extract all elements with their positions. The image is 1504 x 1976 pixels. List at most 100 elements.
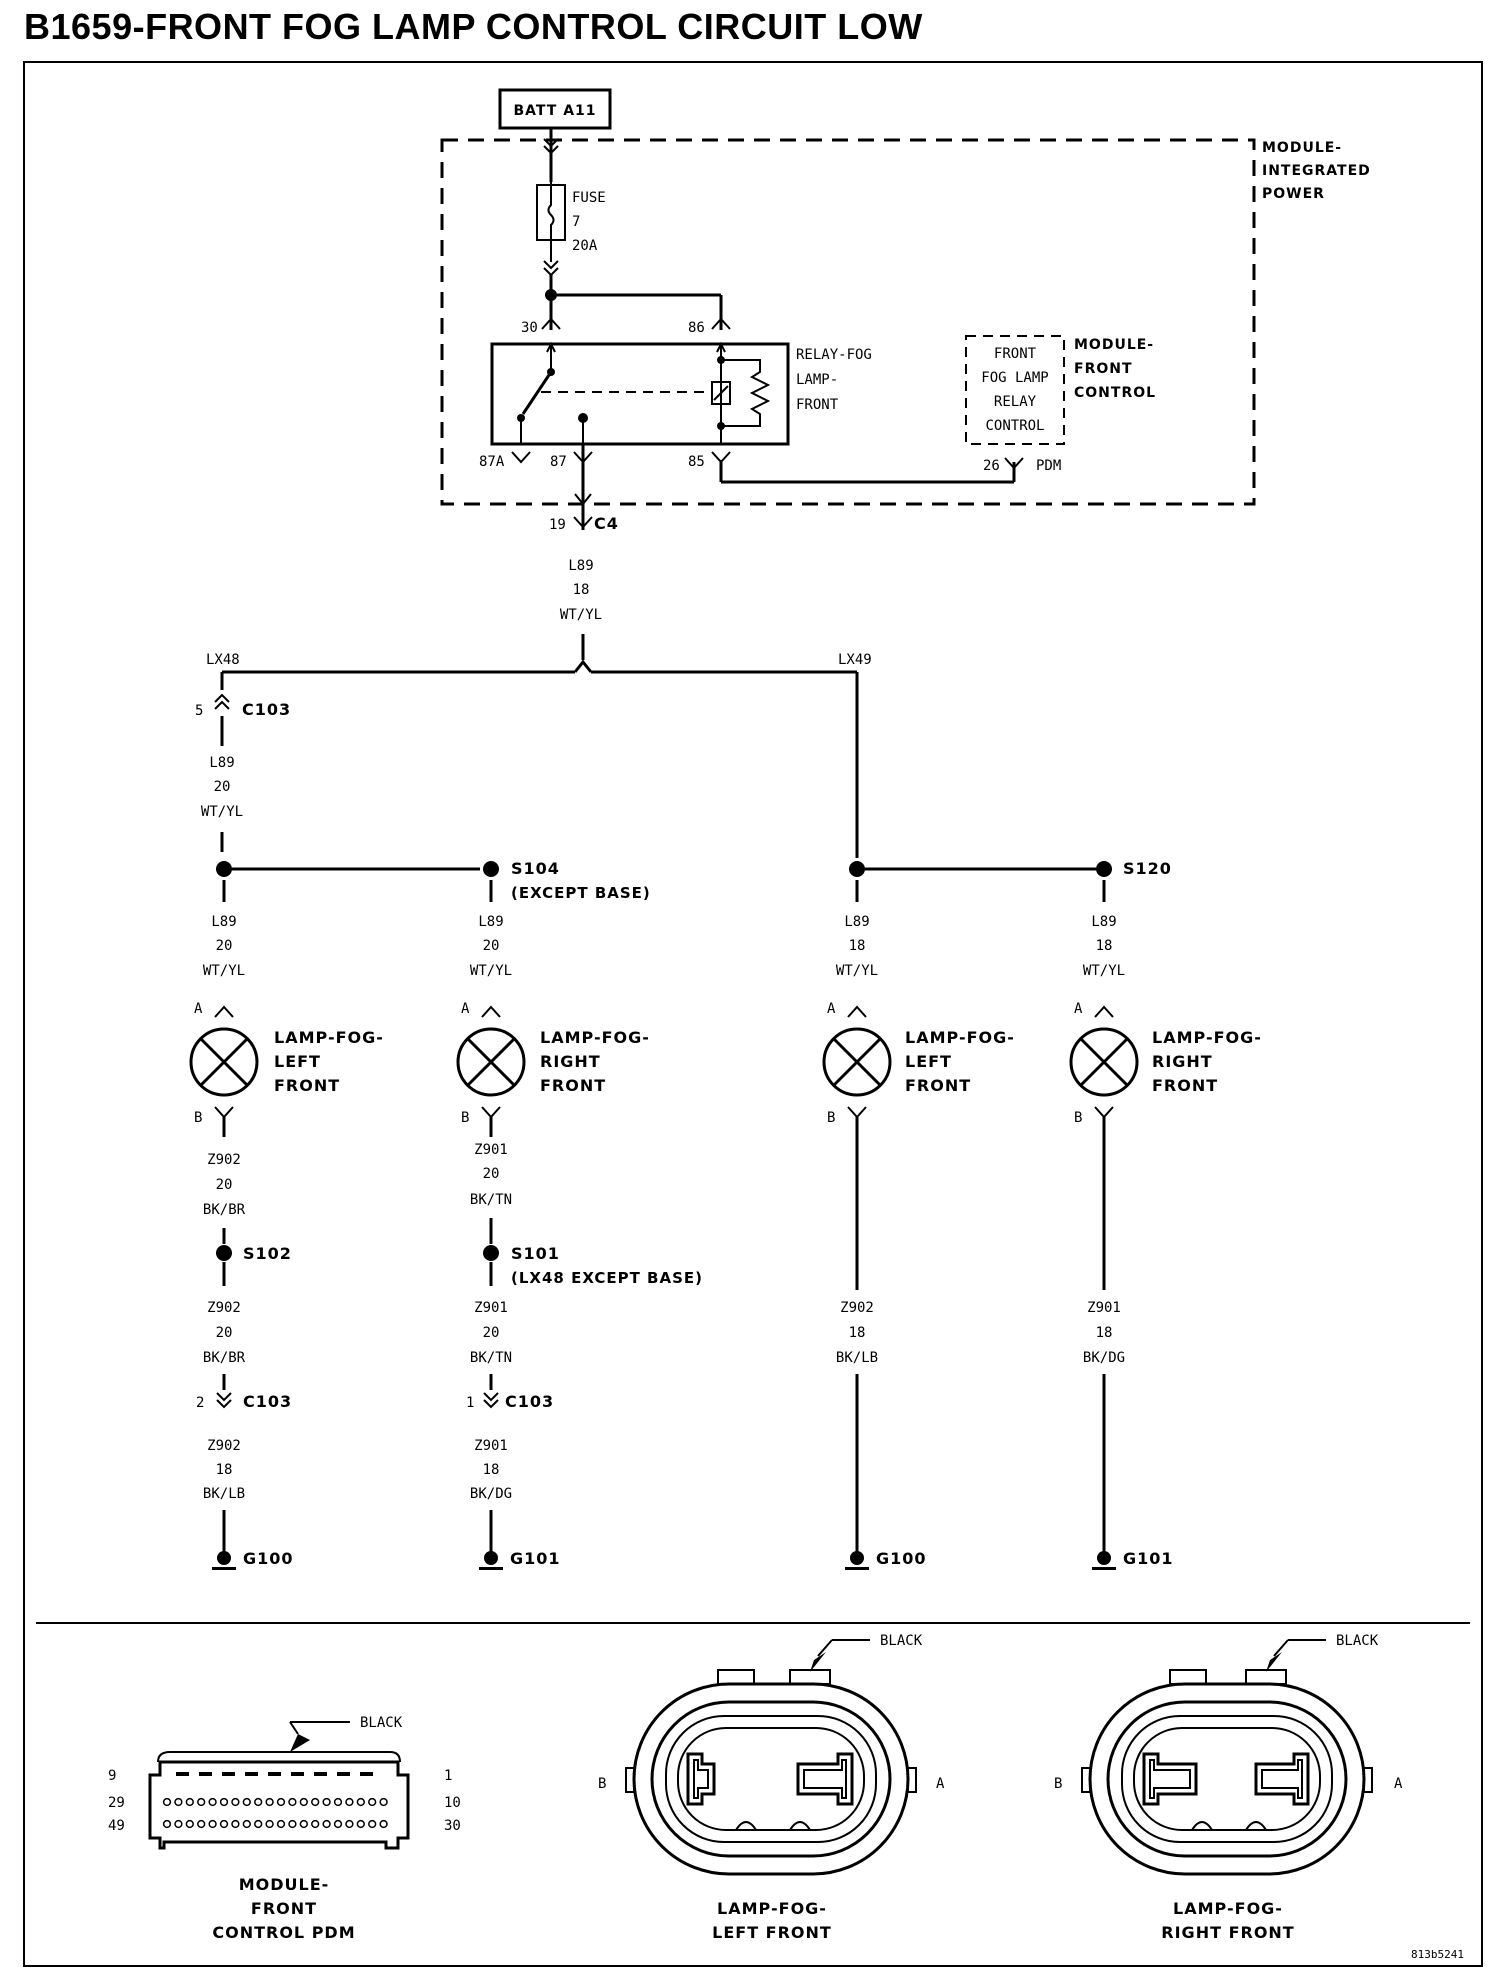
lamp-left-connector-view (625, 1669, 917, 1876)
lamp-left-pin-a: A (936, 1776, 945, 1792)
lamp1-pin-b: B (194, 1110, 202, 1126)
pdm-cavity (265, 1797, 274, 1807)
ground-g100-left: G100 (243, 1549, 294, 1568)
pdm-cavity (245, 1772, 258, 1776)
pdm-cavity (219, 1819, 229, 1829)
pdm-cavity (242, 1819, 251, 1829)
lamp3-feed-circuit: L89 (844, 914, 869, 930)
fcm-module-2: FRONT (1074, 361, 1133, 377)
fog-lamp-icon (189, 1027, 259, 1097)
pdm-cavity (176, 1772, 189, 1776)
c2-wire-c-circuit: Z901 (474, 1438, 508, 1454)
fcm-box-1: FRONT (994, 346, 1037, 362)
pdm-cavity (231, 1797, 240, 1807)
ipm-module-label-3: POWER (1262, 186, 1325, 202)
c2-wire-a-circuit: Z901 (474, 1142, 508, 1158)
main-wire-circuit: L89 (568, 558, 593, 574)
pdm-cavity (299, 1797, 308, 1807)
splice-dot-right (849, 861, 865, 877)
lamp-right-color-label: BLACK (1336, 1633, 1379, 1649)
pdm-cavity (288, 1819, 297, 1829)
pdm-cavity (231, 1819, 240, 1829)
left-feed-gauge: 20 (214, 779, 231, 795)
main-wire-gauge: 18 (573, 582, 590, 598)
pdm-pin-49: 49 (108, 1818, 125, 1834)
c2-wire-c-color: BK/DG (470, 1486, 512, 1502)
relay-switch-arm (521, 371, 553, 415)
c1-wire-b-gauge: 20 (216, 1325, 233, 1341)
pdm-cavity (265, 1819, 274, 1829)
lamp2-feed-circuit: L89 (478, 914, 503, 930)
fcm-module-3: CONTROL (1074, 385, 1156, 401)
pdm-cavity (311, 1819, 320, 1829)
c1-wire-b-circuit: Z902 (207, 1300, 241, 1316)
ipm-module-label-1: MODULE- (1262, 140, 1342, 156)
pdm-cavity (288, 1797, 297, 1807)
lamp2-pin-b: B (461, 1110, 469, 1126)
lamp4-feed-gauge: 18 (1096, 938, 1113, 954)
page-title: B1659-FRONT FOG LAMP CONTROL CIRCUIT LOW (24, 6, 923, 47)
fcm-module-1: MODULE- (1074, 337, 1154, 353)
c103-right-connector: C103 (505, 1392, 554, 1411)
pdm-cavity (379, 1797, 388, 1807)
pdm-cavity (311, 1797, 320, 1807)
figure-reference-code: 813b5241 (1411, 1948, 1464, 1961)
c1-wire-a-color: BK/BR (203, 1202, 246, 1218)
lamp3-label-3: FRONT (905, 1076, 971, 1095)
lamp1-label-2: LEFT (274, 1052, 321, 1071)
splice-s120: S120 (1123, 859, 1172, 878)
lamp-right-pin-b: B (1054, 1776, 1062, 1792)
pdm-cavity (197, 1797, 206, 1807)
splice-s102: S102 (243, 1244, 292, 1263)
splice-dot-left (216, 861, 232, 877)
lamp-right-caption-2: RIGHT FRONT (1161, 1923, 1294, 1942)
c2-wire-b-gauge: 20 (483, 1325, 500, 1341)
ground-g101-right: G101 (1123, 1549, 1174, 1568)
relay-coil (711, 381, 731, 405)
pdm-cavity (379, 1819, 388, 1829)
c2-wire-b-circuit: Z901 (474, 1300, 508, 1316)
pdm-cavity (276, 1819, 286, 1829)
fog-relay-box (490, 342, 790, 446)
main-wire-color: WT/YL (560, 607, 602, 623)
fuse-number: 7 (572, 214, 580, 230)
c4-pin: 19 (549, 517, 566, 533)
fcm-box-4: CONTROL (985, 418, 1044, 434)
relay-pin-30: 30 (521, 320, 538, 336)
batt-label: BATT A11 (513, 103, 596, 119)
splice-s104: S104 (511, 859, 560, 878)
lamp-right-connector-view (1081, 1669, 1373, 1876)
relay-label-3: FRONT (796, 397, 839, 413)
lamp4-pin-b: B (1074, 1110, 1082, 1126)
c103-right-pin: 1 (466, 1395, 474, 1411)
c4-connector: C4 (594, 514, 619, 533)
lamp1-feed-gauge: 20 (216, 938, 233, 954)
fuse-rating: 20A (572, 238, 598, 254)
c3-wire-gauge: 18 (849, 1325, 866, 1341)
pdm-cavity (276, 1797, 286, 1807)
pdm-caption-1: MODULE- (239, 1875, 330, 1894)
lamp4-pin-a: A (1074, 1001, 1083, 1017)
fcm-pin-26: 26 (983, 458, 1000, 474)
c1-wire-b-color: BK/BR (203, 1350, 246, 1366)
pdm-caption-3: CONTROL PDM (212, 1923, 355, 1942)
lamp-right-caption-1: LAMP-FOG- (1173, 1899, 1283, 1918)
pdm-cavity (322, 1797, 331, 1807)
lamp2-feed-gauge: 20 (483, 938, 500, 954)
relay-pin-86: 86 (688, 320, 705, 336)
lamp1-feed-circuit: L89 (211, 914, 236, 930)
pdm-caption-2: FRONT (251, 1899, 317, 1918)
pdm-cavity (291, 1772, 304, 1776)
ground-symbol (845, 1567, 869, 1570)
c3-wire-circuit: Z902 (840, 1300, 874, 1316)
batt-box (498, 88, 612, 130)
ground-g101-left: G101 (510, 1549, 561, 1568)
pdm-cavity (185, 1797, 194, 1807)
lamp3-label-2: LEFT (905, 1052, 952, 1071)
c2-wire-a-color: BK/TN (470, 1192, 512, 1208)
pdm-cavity (356, 1819, 365, 1829)
c103-top-connector: C103 (242, 700, 291, 719)
pdm-cavity (333, 1797, 343, 1807)
lamp1-feed-color: WT/YL (203, 963, 245, 979)
